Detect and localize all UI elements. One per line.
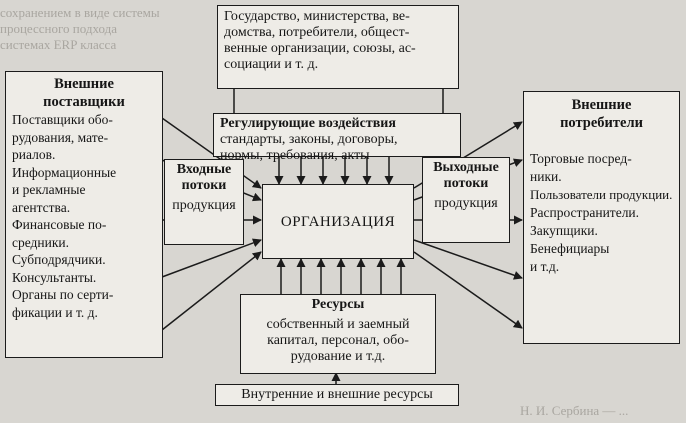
internal-external-label: Внутренние и внешние ресурсы <box>241 387 433 402</box>
state-box: Государство, министерства, ве- домства, … <box>217 5 459 89</box>
resources-line: собственный и заемный <box>266 317 410 332</box>
output-flows-box: Выходные потоки продукция <box>422 157 510 243</box>
resources-box: Ресурсы собственный и заемный капитал, п… <box>240 294 436 374</box>
consumer-item: Торговые посред- <box>530 151 632 166</box>
consumers-title: потребители <box>560 115 643 131</box>
state-line: домства, потребители, общест- <box>224 25 410 40</box>
arrow-consumer-lower <box>413 239 523 280</box>
output-flows-sub: продукция <box>434 196 498 211</box>
consumer-item: Пользователи продукции. <box>530 187 673 202</box>
arrow-supplier-lower <box>161 238 262 278</box>
supplier-item: средники. <box>12 234 70 250</box>
organization-label: ОРГАНИЗАЦИЯ <box>280 213 396 230</box>
supplier-item: рудования, мате- <box>12 129 109 145</box>
arrow-supplier-top <box>161 117 262 189</box>
input-flows-box: Входные потоки продукция <box>164 159 244 245</box>
supplier-item: Консультанты. <box>12 269 97 285</box>
background-text-line: системах ERP класса <box>0 38 117 52</box>
arrow-supplier-bottom <box>161 251 262 331</box>
background-text-line: Н. И. Сербина — ... <box>520 404 629 418</box>
background-text-line: процессного подхода <box>0 22 117 36</box>
external-suppliers-box: Внешние поставщики Поставщики обо- рудов… <box>5 71 163 358</box>
supplier-item: Субподрядчики. <box>12 252 106 267</box>
state-line: социации и т. д. <box>224 57 319 72</box>
regulating-title: Регулирующие воздействия <box>220 116 396 131</box>
state-line: венные организации, союзы, ас- <box>224 41 416 56</box>
supplier-item: и рекламные <box>12 182 86 197</box>
background-text-line: сохранением в виде системы <box>0 6 160 20</box>
organization-box: ОРГАНИЗАЦИЯ <box>262 184 414 259</box>
supplier-item: Органы по серти- <box>12 287 114 302</box>
consumers-title: Внешние <box>571 97 632 113</box>
consumer-item: и т.д. <box>530 259 560 274</box>
input-flows-title: Входные <box>176 162 232 177</box>
consumer-item: ники. <box>530 169 562 184</box>
consumer-item: Распространители. <box>530 205 640 220</box>
arrow-consumer-bottom <box>413 251 523 329</box>
external-consumers-box: Внешние потребители Торговые посред- ник… <box>523 91 680 344</box>
resources-title: Ресурсы <box>311 297 365 312</box>
consumer-item: Бенефициары <box>530 241 610 256</box>
supplier-item: Информационные <box>12 164 117 180</box>
supplier-item: агентства. <box>12 199 71 215</box>
suppliers-title: Внешние поставщики <box>43 76 125 110</box>
output-flows-title: Выходные <box>433 160 499 175</box>
supplier-item: фикации и т. д. <box>12 304 98 320</box>
output-flows-title: потоки <box>443 176 489 191</box>
supplier-item: риалов. <box>12 147 56 162</box>
regulating-line: нормы, требования, акты <box>220 148 370 163</box>
consumer-item: Закупщики. <box>530 223 598 238</box>
input-flows-sub: продукция <box>172 198 236 213</box>
regulating-line: стандарты, законы, договоры, <box>220 132 398 147</box>
state-line: Государство, министерства, ве- <box>224 9 410 24</box>
regulating-box: Регулирующие воздействия стандарты, зако… <box>213 113 461 163</box>
input-flows-title: потоки <box>181 178 227 193</box>
resources-line: капитал, персонал, обо- <box>267 333 409 348</box>
resources-line: рудование и т.д. <box>290 349 386 364</box>
supplier-item: Поставщики обо- <box>12 112 113 127</box>
internal-external-resources-box: Внутренние и внешние ресурсы <box>215 384 459 406</box>
supplier-item: Финансовые по- <box>12 217 107 232</box>
